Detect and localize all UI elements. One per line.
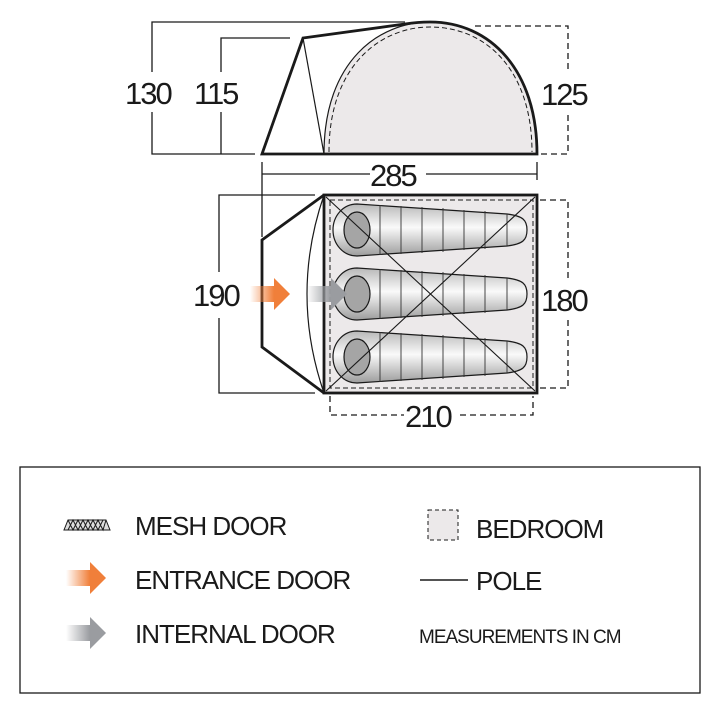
- floor-plan: [218, 193, 569, 416]
- dim-line-180: [540, 199, 569, 389]
- dim-line-210: [329, 396, 534, 416]
- dim-porch-width: 190: [193, 278, 240, 313]
- legend: MESH DOOR ENTRANCE DOOR INTERNAL DOOR BE…: [19, 466, 701, 694]
- dim-line-125: [475, 25, 569, 155]
- legend-bedroom: BEDROOM: [476, 514, 603, 544]
- dim-inner-length: 210: [405, 399, 452, 434]
- dim-porch-height: 115: [194, 76, 238, 111]
- legend-mesh-door: MESH DOOR: [135, 511, 287, 541]
- mesh-door-icon: [63, 518, 111, 532]
- legend-pole: POLE: [476, 566, 542, 596]
- bedroom-dome: [324, 22, 537, 154]
- entrance-arrow-icon: [250, 278, 290, 310]
- dim-line-115: [220, 37, 290, 154]
- dim-total-length: 285: [370, 158, 416, 193]
- units-note: MEASUREMENTS IN CM: [419, 627, 621, 648]
- fly-outline: [260, 20, 539, 156]
- dim-line-285: [261, 162, 538, 237]
- dim-total-height: 130: [125, 76, 172, 111]
- bedroom-dome-dashed: [328, 26, 533, 153]
- pole-cross: [325, 196, 536, 392]
- legend-internal-door: INTERNAL DOOR: [135, 619, 335, 649]
- dim-inner-height: 125: [541, 77, 587, 112]
- legend-entrance-door: ENTRANCE DOOR: [135, 565, 350, 595]
- bedroom-icon: [427, 509, 459, 541]
- dim-inner-width: 180: [541, 283, 588, 318]
- side-view: [151, 20, 569, 156]
- dim-line-190: [218, 194, 315, 394]
